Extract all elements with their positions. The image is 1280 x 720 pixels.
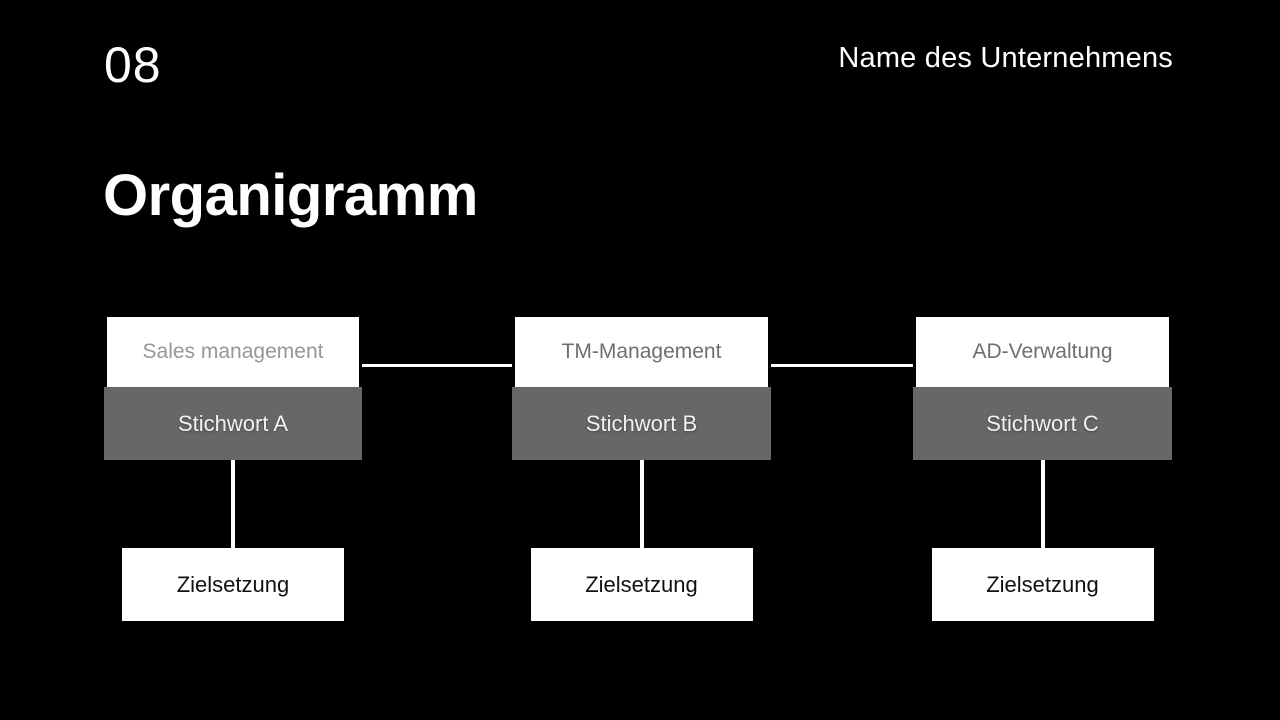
goal-box: Zielsetzung	[122, 548, 344, 621]
horizontal-connector-line	[362, 364, 512, 367]
role-box: AD-Verwaltung	[916, 317, 1169, 387]
goal-box: Zielsetzung	[931, 548, 1154, 621]
goal-box: Zielsetzung	[530, 548, 753, 621]
org-column-sales: Sales management Stichwort A Zielsetzung	[104, 317, 362, 621]
keyword-box: Stichwort B	[512, 387, 771, 460]
keyword-box: Stichwort A	[104, 387, 362, 460]
org-column-tm: TM-Management Stichwort B Zielsetzung	[512, 317, 771, 621]
company-name: Name des Unternehmens	[838, 42, 1173, 74]
vertical-connector-line	[231, 460, 235, 548]
slide-title: Organigramm	[103, 163, 478, 228]
keyword-box: Stichwort C	[913, 387, 1172, 460]
role-box: Sales management	[107, 317, 359, 387]
org-column-ad: AD-Verwaltung Stichwort C Zielsetzung	[913, 317, 1172, 621]
vertical-connector-line	[1040, 460, 1045, 548]
page-number: 08	[104, 37, 162, 93]
horizontal-connector-line	[771, 364, 913, 367]
role-box: TM-Management	[515, 317, 768, 387]
vertical-connector-line	[639, 460, 644, 548]
